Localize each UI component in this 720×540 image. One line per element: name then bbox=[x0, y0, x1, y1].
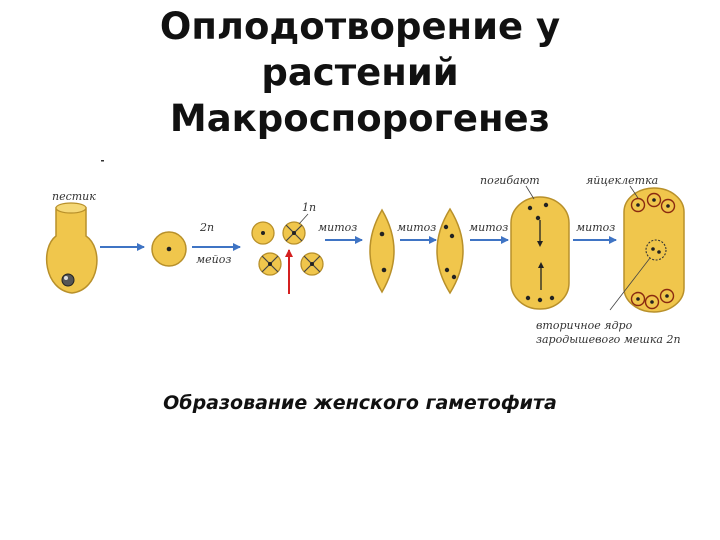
figure-caption: Образование женского гаметофита bbox=[163, 392, 557, 414]
embryo-sac-4-nuclei bbox=[436, 207, 464, 295]
megaspore-degenerating bbox=[300, 252, 324, 276]
label-vtorichnoe-line2: зародышевого мешка 2n bbox=[536, 333, 681, 346]
label-1n: 1n bbox=[302, 201, 316, 214]
mature-embryo-sac bbox=[623, 187, 685, 313]
pointer-pogibayut bbox=[525, 185, 535, 200]
label-mitoz-3: митоз bbox=[469, 221, 508, 234]
megaspore-degenerating bbox=[258, 252, 282, 276]
dash-mark bbox=[101, 160, 104, 162]
megaspore-surviving bbox=[251, 221, 275, 245]
title-line-3: Макроспорогенез bbox=[169, 97, 551, 140]
label-vtorichnoe-line1: вторичное ядро bbox=[536, 319, 633, 332]
label-mitoz-1: митоз bbox=[318, 221, 357, 234]
pointer-vtorichnoe bbox=[609, 257, 651, 311]
embryo-sac-8-nuclei bbox=[510, 196, 570, 310]
embryo-sac-2-nuclei bbox=[369, 208, 395, 294]
page-title: Оплодотворение у растений Макроспорогене… bbox=[0, 4, 720, 142]
megaspore-tetrad bbox=[251, 221, 324, 276]
label-pestik: пестик bbox=[52, 190, 96, 203]
pistil-shape bbox=[45, 202, 98, 294]
label-2n: 2n bbox=[199, 221, 214, 234]
label-pogibayut: погибают bbox=[480, 174, 540, 187]
mother-cell bbox=[151, 231, 187, 267]
label-meioz: мейоз bbox=[196, 253, 231, 266]
macrosporogenesis-diagram: пестик 2n мейоз bbox=[45, 160, 685, 346]
label-yaitsekletka: яйцеклетка bbox=[586, 174, 658, 187]
pointer-yaitsekletka bbox=[629, 185, 639, 199]
title-line-2: растений bbox=[261, 51, 459, 94]
label-mitoz-2: митоз bbox=[397, 221, 436, 234]
megaspore-degenerating bbox=[282, 221, 306, 245]
label-mitoz-4: митоз bbox=[576, 221, 615, 234]
pointer-1n bbox=[298, 213, 309, 225]
title-line-1: Оплодотворение у bbox=[159, 5, 561, 48]
